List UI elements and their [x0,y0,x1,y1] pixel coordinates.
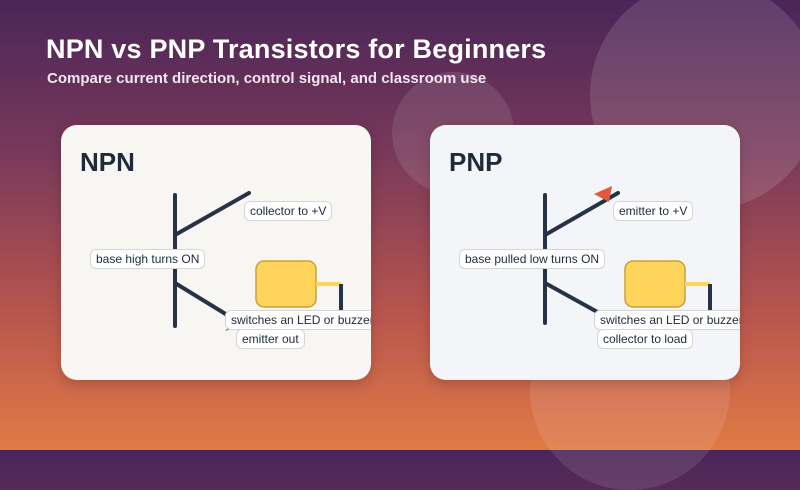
pnp-title: PNP [449,147,503,177]
page-subtitle: Compare current direction, control signa… [47,70,487,87]
pnp-card: PNP emitter to +V base pulled low turns … [430,125,740,380]
npn-load-box [255,260,317,308]
npn-load-label: switches an LED or buzzer [225,310,371,330]
page-title: NPN vs PNP Transistors for Beginners [46,34,547,64]
pnp-emitter-arrow [594,186,612,202]
npn-emitter-label: emitter out [236,329,305,349]
pnp-collector-label: collector to load [597,329,694,349]
pnp-load-label: switches an LED or buzzer [594,310,740,330]
npn-base-label: base high turns ON [90,249,206,269]
pnp-emitter-label: emitter to +V [613,201,694,221]
pnp-base-label: base pulled low turns ON [459,249,606,269]
npn-collector-lead [173,191,251,237]
npn-collector-label: collector to +V [244,201,333,221]
pnp-load-box [624,260,686,308]
npn-card: NPN collector to +V base high turns ON s… [61,125,371,380]
npn-title: NPN [80,147,135,177]
